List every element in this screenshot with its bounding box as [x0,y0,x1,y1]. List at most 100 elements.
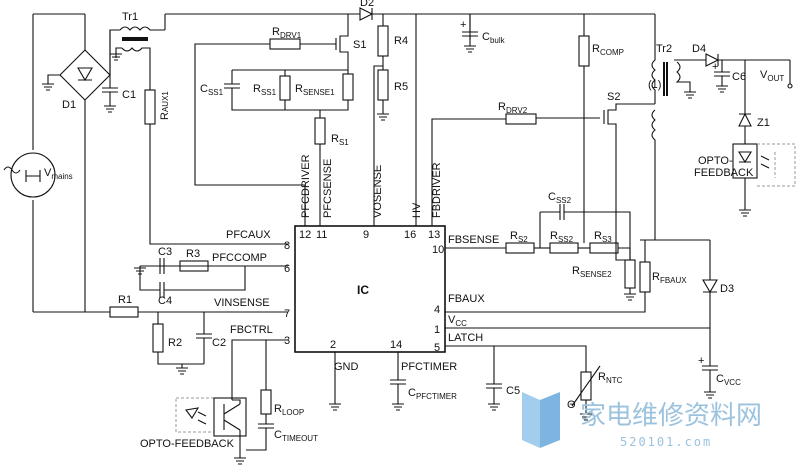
capacitor-css2 [539,204,631,260]
label-opto-right-2: FEEDBACK [694,167,754,179]
resistor-rdrv2 [431,113,537,226]
label-r1: R1 [118,294,132,306]
resistor-rsense2 [615,170,636,301]
pin-number-pfccomp: 6 [284,263,290,275]
wire-fbctrl [231,339,288,400]
label-cvcc: CVCC [716,373,741,387]
label-c6: C6 [732,71,746,83]
optocoupler-right [732,143,796,217]
pin-number-hv: 16 [404,229,416,241]
optocoupler-left [175,397,247,465]
pin-name-pfctimer: PFCTIMER [401,361,457,373]
label-r2: R2 [168,337,182,349]
resistor-rss1 [279,70,291,110]
label-d3: D3 [720,283,734,295]
label-rs2: RS2 [510,230,528,244]
label-d1: D1 [62,99,76,111]
pin-name-vosense: VOSENSE [372,165,384,218]
pin-name-vcc: VCC [448,314,467,328]
label-cbulk: Cbulk [482,31,506,45]
pin-number-fbctrl: 3 [284,335,290,347]
label-s1: S1 [353,39,366,51]
label-rs1: RS1 [331,133,349,147]
resistor-raux1 [144,89,288,245]
resistor-rloop [260,389,272,424]
label-s2: S2 [607,91,620,103]
svg-text:+: + [712,61,718,73]
capacitor-c6: + [712,60,730,93]
capacitor-cvcc: + [698,328,718,399]
diode-d3 [668,239,718,328]
thermistor-rntc [571,365,601,421]
mosfet-s2 [536,103,655,170]
pin-number-fbdriver: 13 [428,229,440,241]
pin-number-pfcsense: 11 [316,229,327,241]
pin-name-pfccomp: PFCCOMP [212,252,267,264]
pin-name-gnd: GND [334,361,359,373]
mains-source [3,152,56,198]
pin-name-fbsense: FBSENSE [448,234,499,246]
pin-name-fbdriver: FBDRIVER [431,162,443,218]
zener-z1 [738,60,752,144]
label-opto-right-1: OPTO- [698,155,733,167]
label-tr1: Tr1 [122,11,138,23]
pin-number-fbaux: 4 [434,304,440,316]
label-z1: Z1 [757,117,770,129]
pin-name-latch: LATCH [448,332,483,344]
label-rsense2: RSENSE2 [572,265,612,279]
label-vout: VOUT [760,69,784,83]
capacitor-c2 [196,312,212,364]
capacitor-c1 [102,30,118,113]
label-rss2: RSS2 [550,230,574,244]
capacitor-cbulk: + [460,14,478,53]
label-d2: D2 [360,0,374,9]
pin-number-fbsense: 10 [432,244,444,256]
label-rcomp: RCOMP [592,43,624,57]
pin-number-pfcaux: 8 [284,240,290,252]
pin-number-pfcdriver: 12 [299,229,311,241]
label-opto-left: OPTO-FEEDBACK [140,438,235,450]
transformer-tr1 [110,26,165,90]
mosfet-s1 [300,14,349,70]
label-rloop: RLOOP [274,403,304,417]
label-rdrv2: RDRV2 [498,101,528,115]
wire-top-rail [164,13,360,30]
resistor-r4 [377,14,389,70]
label-rdrv1: RDRV1 [272,26,302,40]
resistor-rcomp [470,13,655,210]
pin-name-pfcsense: PFCSENSE [322,159,334,218]
pin-name-fbaux: FBAUX [448,293,485,305]
label-rs3: RS3 [594,230,612,244]
pin-number-vinsense: 7 [284,308,290,320]
label-c3: C3 [158,246,172,258]
resistor-r2 [152,312,204,375]
label-c4: C4 [158,295,172,307]
label-r4: R4 [394,35,408,47]
svg-text:+: + [698,355,704,367]
pin-name-vinsense: VINSENSE [214,297,270,309]
capacitor-css1 [224,70,285,111]
resistor-rfbaux [445,240,651,313]
wire-gnd [329,352,341,411]
pin-number-vosense: 9 [363,229,369,241]
label-c5: C5 [506,385,520,397]
pin-number-pfctimer: 14 [390,339,402,351]
compensation-network [134,258,288,298]
label-tr2-mark: (1) [648,79,661,91]
label-ctimeout: CTIMEOUT [274,429,318,443]
watermark: 家电维修资料网 520101.com [522,392,762,449]
transformer-tr2 [640,14,700,241]
pin-name-pfcdriver: PFCDRIVER [300,154,312,218]
ic-body [294,225,446,353]
wire-mains [32,13,85,313]
label-c1: C1 [122,89,136,101]
label-r3: R3 [186,248,200,260]
pin-name-pfcaux: PFCAUX [226,229,271,241]
svg-text:+: + [460,19,466,31]
capacitor-c5 [486,383,502,411]
label-cpfctimer: CPFCTIMER [408,387,457,401]
label-rntc: RNTC [598,371,623,385]
label-css1: CSS1 [200,83,224,97]
